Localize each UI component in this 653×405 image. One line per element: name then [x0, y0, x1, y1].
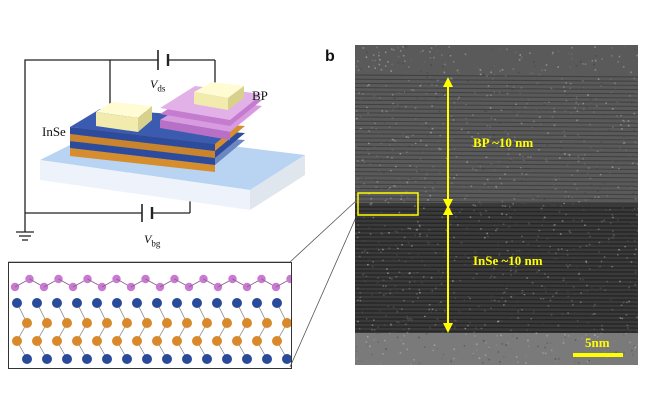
- atom-lattice: [10, 274, 291, 364]
- vbg-battery-icon: [141, 204, 154, 222]
- vbg-subscript: bg: [151, 238, 161, 249]
- vds-label: Vds: [150, 77, 165, 93]
- inse-thickness-label: InSe ~10 nm: [473, 253, 543, 268]
- bp-electrode: [194, 82, 244, 110]
- thickness-arrows: [443, 77, 453, 333]
- vds-symbol: V: [150, 77, 158, 91]
- vds-subscript: ds: [157, 83, 166, 94]
- tem-lattice-texture: [355, 45, 638, 365]
- inse-electrode: [96, 102, 152, 132]
- device-schematic-panel: InSe BP Vds Vbg: [8, 50, 305, 369]
- atomic-structure-inset: [8, 262, 292, 369]
- vds-battery-icon: [157, 50, 170, 70]
- bp-thickness-label: BP ~10 nm: [473, 135, 534, 150]
- ground-icon: [16, 231, 34, 241]
- bp-label: BP: [252, 88, 268, 103]
- vbg-symbol: V: [144, 232, 152, 246]
- panel-b-letter: b: [325, 48, 335, 65]
- interface-selection-box: [357, 192, 419, 216]
- atomic-structure-diagram: [10, 274, 291, 364]
- device-diagram: [8, 50, 305, 263]
- inse-label: InSe: [42, 124, 66, 139]
- circuit-wires: [24, 59, 216, 232]
- vbg-label: Vbg: [144, 232, 160, 248]
- scale-bar: [573, 353, 623, 357]
- lattice-fringes: [355, 74, 638, 333]
- tem-image: BP ~10 nm InSe ~10 nm 5nm: [355, 45, 638, 365]
- bp-flake: [160, 86, 262, 140]
- scale-bar-label: 5nm: [585, 335, 610, 350]
